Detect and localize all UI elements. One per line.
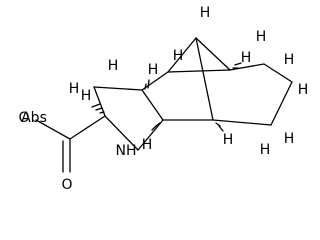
stereo-hash-bonds (91, 62, 242, 132)
bond-lines (35, 37, 293, 173)
h-label-ring-ch2-a: H (108, 58, 119, 74)
h-label-ch2-bottom-1: H (284, 131, 295, 147)
nitrogen-label: NH (116, 143, 137, 159)
h-label-ch2-top-1: H (256, 29, 267, 45)
h-label-bridge-a: H (173, 48, 184, 64)
h-label-alpha: H (81, 88, 92, 104)
hydroxyl-oxygen-label: O (18, 110, 29, 126)
h-label-ch2-right: H (298, 82, 309, 98)
hydroxyl-hydrogen-label: Abs (21, 110, 47, 126)
h-label-bridgehead-right: H (241, 50, 252, 66)
atom-labels: O Abs O NH H H H H H H H H H H H H H H (18, 5, 308, 193)
h-label-ch2-bottom-2: H (260, 142, 271, 158)
h-label-bridgehead-low: H (223, 132, 234, 148)
molecule-structure: O Abs O NH H H H H H H H H H H H H H H (18, 5, 308, 193)
h-label-ring-ch2-b: H (69, 81, 80, 97)
h-label-ch2-top-2: H (284, 52, 295, 68)
carbonyl-oxygen-label: O (61, 177, 72, 193)
h-label-fusion-top: H (148, 62, 159, 78)
h-label-bridge-b: H (200, 5, 211, 21)
h-label-fusion-bottom: H (142, 137, 153, 153)
